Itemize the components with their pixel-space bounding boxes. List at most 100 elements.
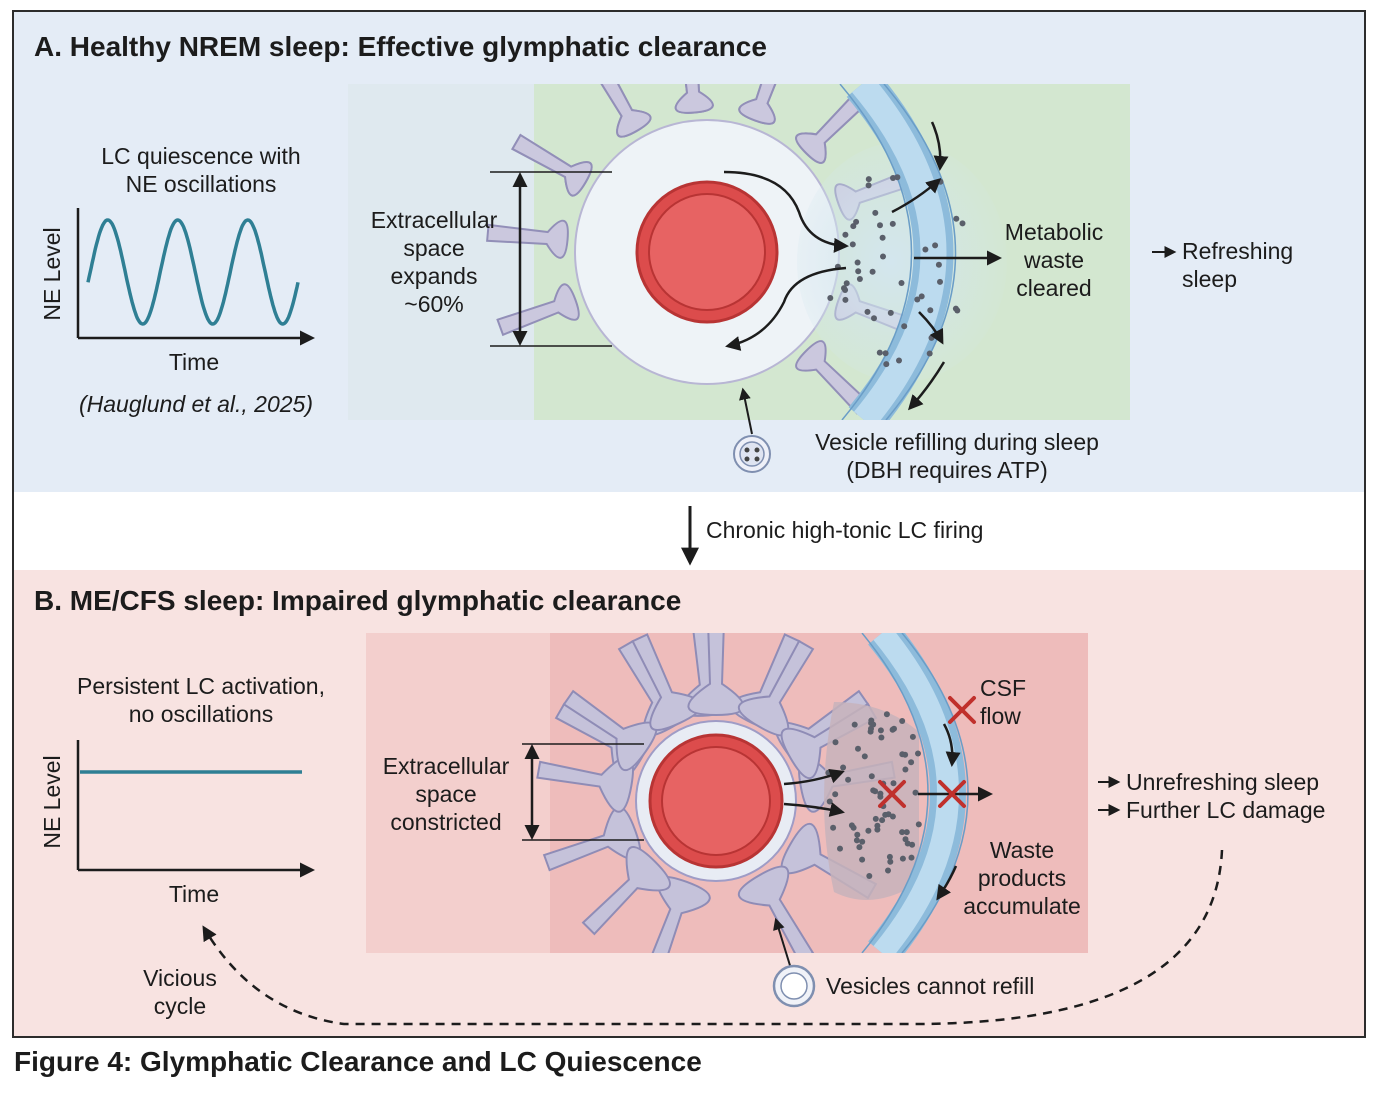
- waste-particle: [861, 753, 868, 760]
- astrocyte-endfoot: [542, 806, 642, 872]
- waste-particle: [842, 231, 849, 238]
- swollen-astrocyte-processes: [536, 633, 896, 953]
- waste-particle: [868, 717, 875, 724]
- waste-particle: [909, 733, 916, 740]
- waste-particle: [926, 350, 933, 357]
- blocked-flow-x-icon: [878, 696, 976, 808]
- panel-a-graph-title-line1: LC quiescence with: [101, 143, 300, 169]
- waste-particle: [898, 280, 905, 286]
- waste-particle: [918, 293, 925, 300]
- panel-b-ne-graph: Persistent LC activation, no oscillation…: [39, 673, 325, 907]
- ne-oscillation-trace: [86, 218, 300, 326]
- metabolic-waste-label: Metabolic waste cleared: [1005, 219, 1103, 301]
- outcomes-b: Unrefreshing sleep Further LC damage: [1098, 769, 1325, 823]
- waste-particle: [826, 798, 833, 805]
- waste-particle: [889, 220, 896, 227]
- waste-particle: [887, 309, 894, 316]
- vicious-cycle-arrow: [202, 849, 1224, 1026]
- waste-particle: [915, 750, 921, 757]
- clearance-zone: [797, 142, 1007, 382]
- waste-particle: [874, 826, 881, 833]
- vesicles-cannot-refill: Vesicles cannot refill: [772, 964, 1034, 1008]
- waste-particle: [866, 873, 873, 879]
- waste-particle: [842, 287, 849, 293]
- waste-accumulation-zone: [824, 702, 919, 900]
- waste-particle: [872, 209, 879, 216]
- svg-text:constricted: constricted: [390, 809, 501, 835]
- waste-particle: [832, 739, 839, 746]
- waste-particle: [883, 361, 890, 368]
- panel-a-x-label: Time: [169, 349, 219, 375]
- astrocyte-endfoot: [486, 219, 569, 259]
- waste-particle: [899, 751, 906, 758]
- panel-a-ne-graph: LC quiescence with NE oscillations NE Le…: [39, 143, 315, 417]
- waste-particle: [894, 174, 901, 181]
- panel-b-tissue-diagram: [366, 633, 1088, 973]
- panel-a: A. Healthy NREM sleep: Effective glympha…: [14, 12, 1364, 492]
- metabolic-waste-particles: [827, 174, 966, 368]
- outcome-refreshing-sleep: Refreshing sleep: [1152, 238, 1293, 292]
- figure-frame: A. Healthy NREM sleep: Effective glympha…: [12, 10, 1366, 1038]
- astrocyte-endfoot: [562, 689, 658, 772]
- svg-text:space: space: [415, 781, 476, 807]
- svg-text:cycle: cycle: [154, 993, 206, 1019]
- csf-flow-label: CSF flow: [980, 675, 1026, 729]
- svg-text:(DBH requires ATP): (DBH requires ATP): [846, 457, 1048, 483]
- panel-b: B. ME/CFS sleep: Impaired glymphatic cle…: [14, 570, 1364, 1036]
- waste-particle: [871, 315, 877, 322]
- waste-particle: [859, 856, 866, 863]
- waste-particle: [899, 829, 906, 836]
- waste-particle: [872, 788, 879, 795]
- svg-text:cleared: cleared: [1016, 275, 1091, 301]
- vicious-cycle-label: Vicious cycle: [143, 965, 217, 1019]
- transition: Chronic high-tonic LC firing: [681, 506, 983, 566]
- waste-particle: [880, 253, 886, 260]
- svg-text:Extracellular: Extracellular: [371, 207, 498, 233]
- flow-arrow-in: [723, 170, 849, 253]
- astrocyte-endfoot: [738, 84, 777, 125]
- ecs-label-b: Extracellular space constricted: [383, 753, 510, 835]
- waste-particle: [843, 280, 850, 287]
- svg-text:Refreshing: Refreshing: [1182, 238, 1293, 264]
- waste-particle: [922, 246, 929, 253]
- svg-text:Extracellular: Extracellular: [383, 753, 510, 779]
- waste-particle: [883, 711, 890, 718]
- svg-text:expands: expands: [391, 263, 478, 289]
- waste-particle: [912, 789, 919, 796]
- vesicle-refilling: Vesicle refilling during sleep (DBH requ…: [733, 429, 1099, 483]
- waste-particle: [853, 218, 860, 225]
- waste-particle: [850, 824, 857, 831]
- svg-text:products: products: [978, 865, 1066, 891]
- waste-particle: [872, 815, 879, 822]
- waste-particle: [840, 764, 847, 771]
- astrocyte-endfoot: [687, 633, 745, 717]
- waste-particle: [890, 175, 896, 181]
- waste-particle: [827, 295, 834, 301]
- svg-text:CSF: CSF: [980, 675, 1026, 701]
- outcome-further-lc-damage: Further LC damage: [1126, 797, 1325, 823]
- waste-particle: [896, 357, 902, 364]
- astrocyte-endfoot: [795, 89, 870, 164]
- waste-particle: [856, 276, 863, 282]
- waste-particle: [859, 838, 866, 845]
- svg-text:accumulate: accumulate: [963, 893, 1081, 919]
- waste-particle: [954, 307, 961, 314]
- citation: (Hauglund et al., 2025): [79, 391, 313, 417]
- waste-particle: [903, 829, 910, 836]
- svg-text:Metabolic: Metabolic: [1005, 219, 1103, 245]
- panel-b-title: B. ME/CFS sleep: Impaired glymphatic cle…: [34, 585, 681, 616]
- waste-particle: [914, 296, 921, 303]
- waste-particle: [882, 811, 889, 818]
- astrocyte-endfoot: [674, 84, 714, 114]
- panel-a-tissue-diagram: [348, 84, 1130, 435]
- transition-label: Chronic high-tonic LC firing: [706, 517, 983, 543]
- waste-particle: [849, 241, 856, 248]
- figure-caption: Figure 4: Glymphatic Clearance and LC Qu…: [14, 1046, 702, 1077]
- svg-text:space: space: [403, 235, 464, 261]
- waste-particle: [882, 350, 889, 357]
- waste-particle: [865, 176, 872, 183]
- waste-particle: [927, 307, 934, 314]
- waste-particle: [877, 222, 883, 229]
- waste-particle: [845, 776, 852, 783]
- waste-particle: [878, 734, 885, 741]
